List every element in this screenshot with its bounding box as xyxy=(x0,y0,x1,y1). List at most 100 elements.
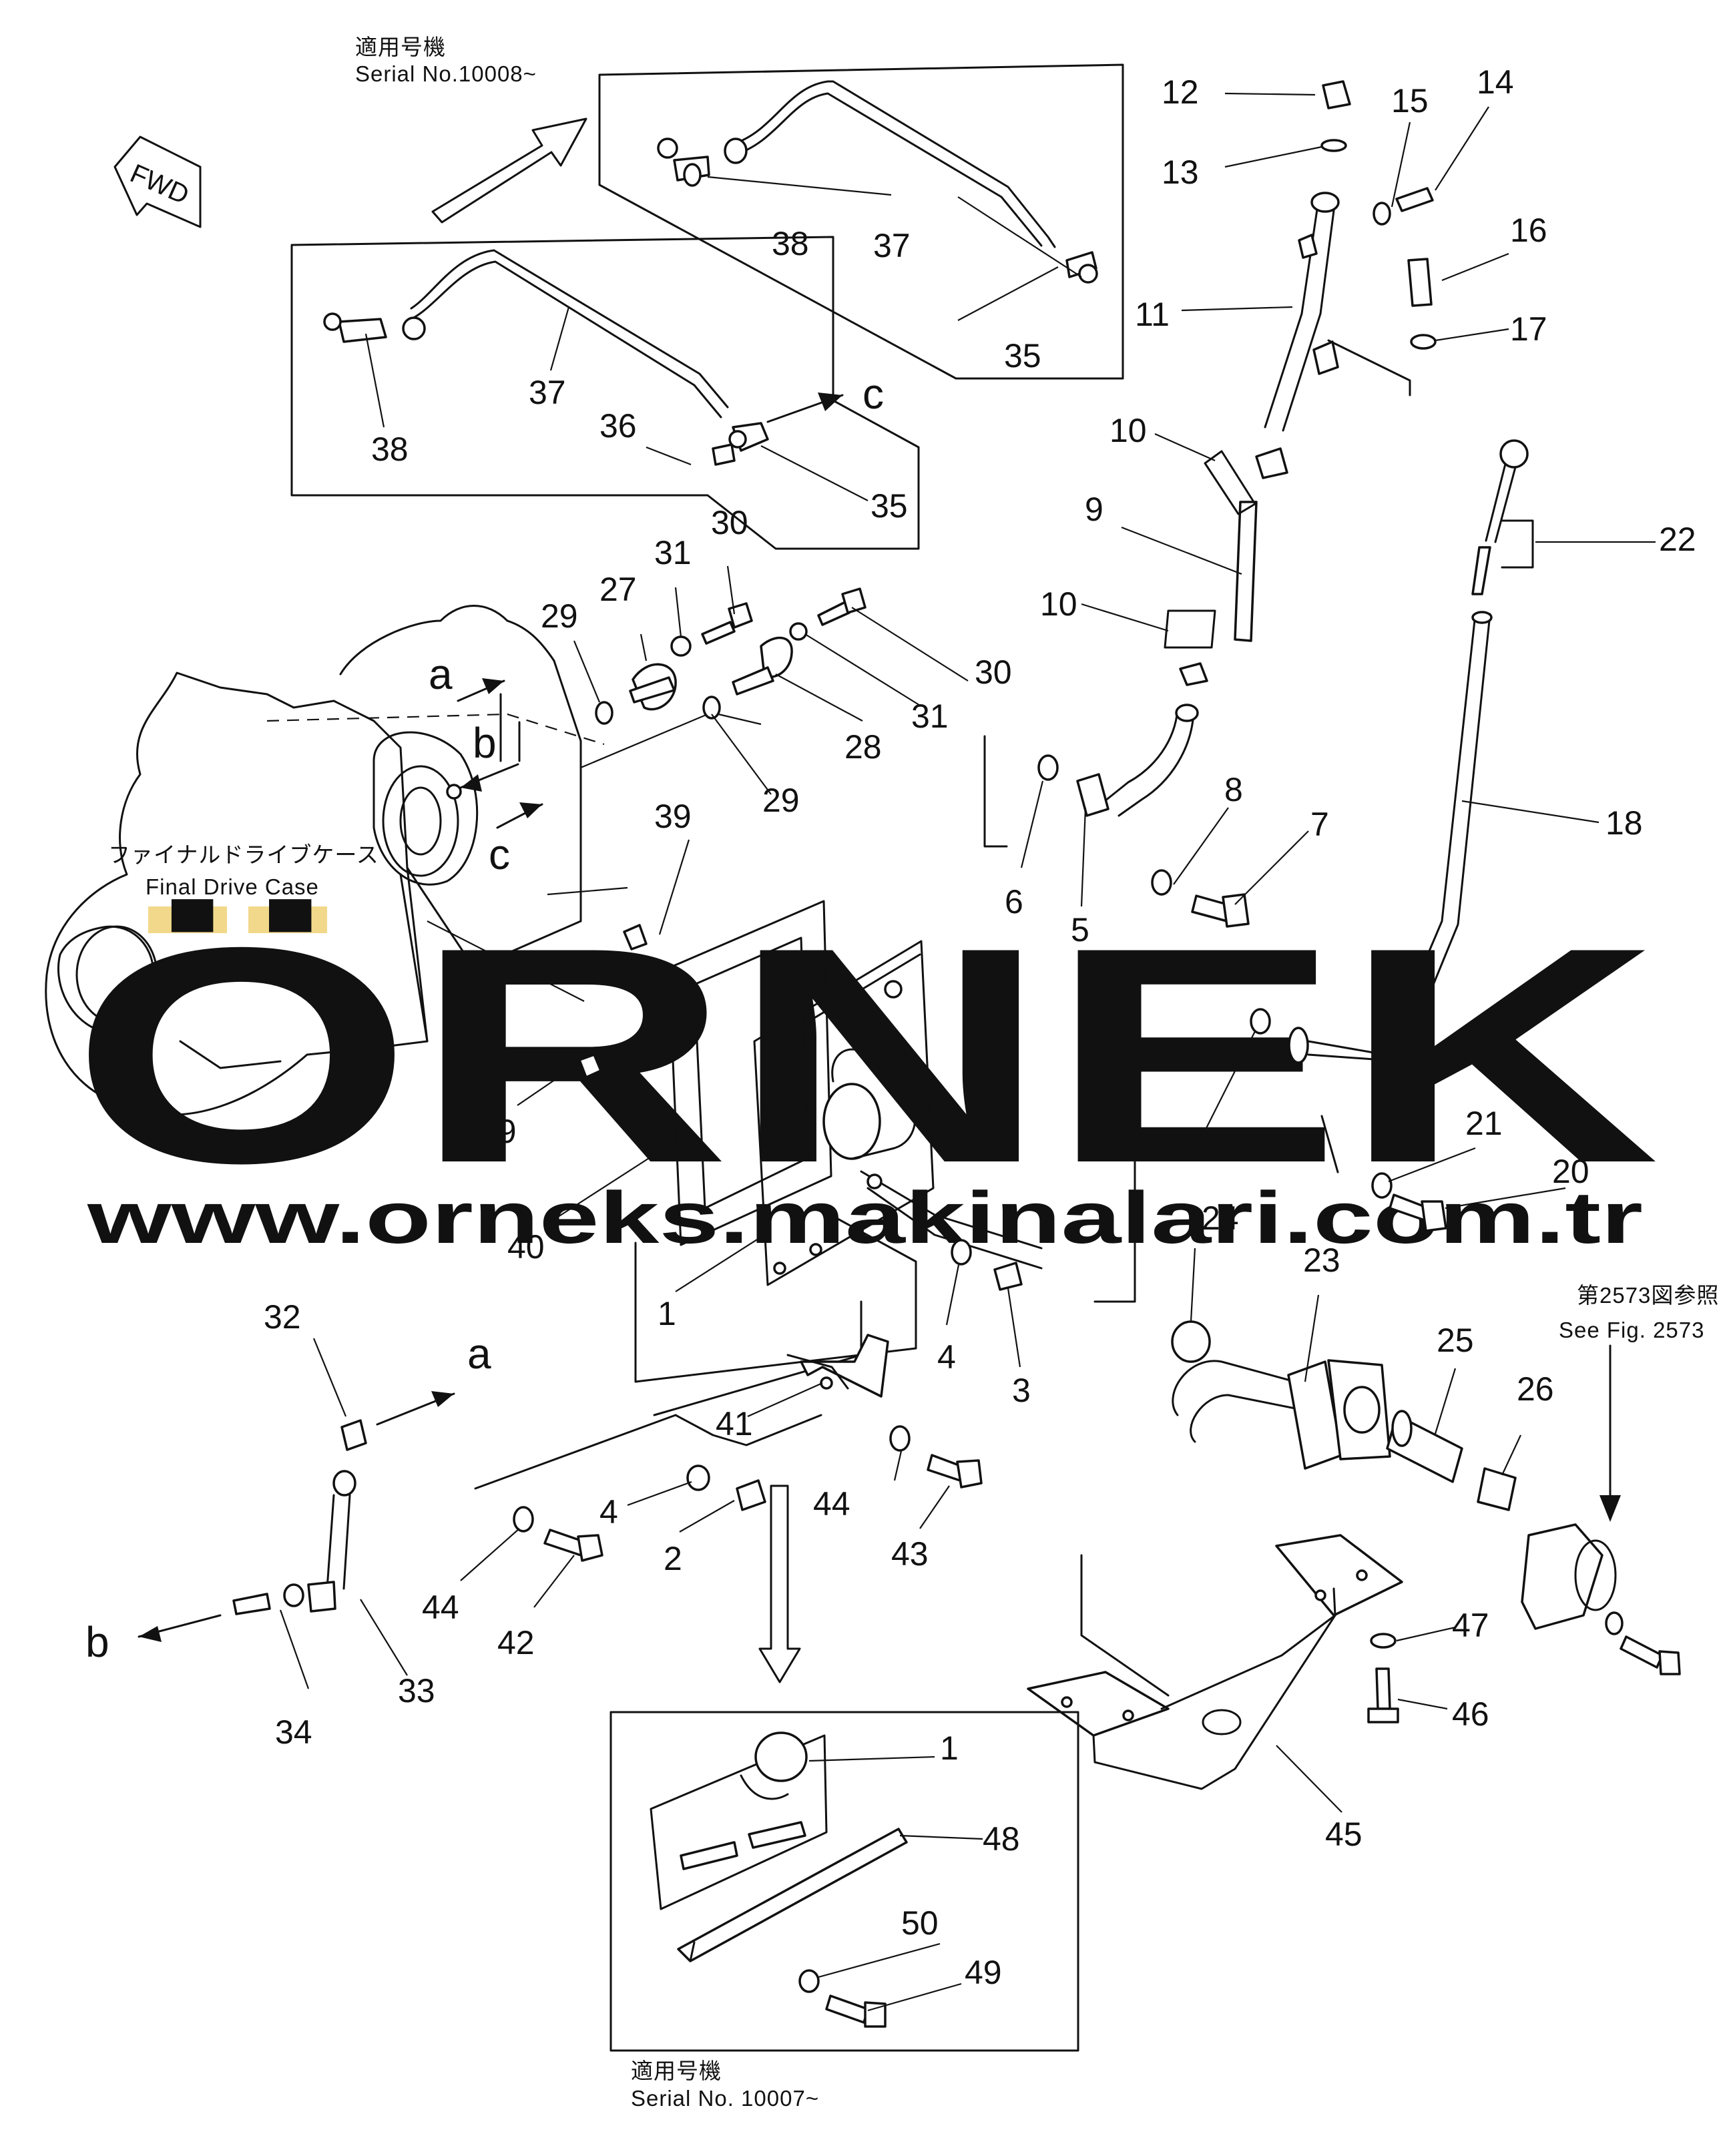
fwd-direction-arrow: FWD xyxy=(113,136,202,228)
letter-b-fitting: b xyxy=(85,1618,109,1666)
callout-10-b: 10 xyxy=(1040,585,1077,623)
callout-12: 12 xyxy=(1162,73,1199,111)
callout-25: 25 xyxy=(1437,1322,1474,1359)
callout-2: 2 xyxy=(664,1540,682,1577)
callout-9: 9 xyxy=(1085,491,1103,528)
callout-15: 15 xyxy=(1391,82,1429,119)
note-see-fig-jp: 第2573図参照 xyxy=(1577,1283,1719,1308)
notes: 適用号機 Serial No.10008~ 適用号機 Serial No. 10… xyxy=(108,35,1719,2111)
callout-1: 1 xyxy=(658,1295,676,1332)
watermark-umlaut-left xyxy=(148,906,227,933)
callout-43: 43 xyxy=(891,1535,929,1573)
letter-c-case: c xyxy=(489,830,510,878)
callout-13: 13 xyxy=(1162,154,1199,191)
label-final-drive-case-jp: ファイナルドライブケース xyxy=(108,842,379,867)
callout-37-inset: 37 xyxy=(873,227,911,264)
callout-20: 20 xyxy=(1552,1153,1589,1190)
callout-29-b: 29 xyxy=(762,782,800,819)
note-bottom-jp: 適用号機 xyxy=(631,2059,722,2083)
callout-7: 7 xyxy=(1310,806,1329,843)
callout-leaders xyxy=(279,92,1656,2012)
callout-23: 23 xyxy=(1303,1242,1340,1279)
callout-6: 6 xyxy=(1005,883,1023,920)
callout-34: 34 xyxy=(275,1713,312,1751)
gasket-and-plate xyxy=(668,900,1043,1286)
callout-44-b: 44 xyxy=(422,1589,459,1626)
note-see-fig-en: See Fig. 2573 xyxy=(1559,1318,1704,1342)
callout-5: 5 xyxy=(1071,911,1089,949)
callout-42: 42 xyxy=(497,1624,535,1661)
suction-assembly xyxy=(1172,1344,1681,1675)
callout-numbers: 1 1 2 3 4 4 5 6 7 8 9 10 10 11 12 13 14 … xyxy=(264,63,1696,1991)
watermark-url: www.orneks.makinalari.com.tr xyxy=(87,1177,1643,1259)
letter-c-pipe: c xyxy=(862,370,884,418)
final-drive-case xyxy=(45,605,582,1116)
callout-22: 22 xyxy=(1659,521,1696,558)
callout-24: 24 xyxy=(1202,1199,1239,1237)
callout-4-a: 4 xyxy=(937,1338,956,1376)
watermark-brand: ÖRNEK xyxy=(71,884,1660,1227)
callout-8: 8 xyxy=(1224,771,1243,808)
watermark-umlaut-right xyxy=(248,906,327,933)
callout-36: 36 xyxy=(599,407,637,445)
callout-50: 50 xyxy=(901,1904,939,1942)
callout-39-b: 39 xyxy=(479,1113,517,1150)
callout-11: 11 xyxy=(1135,296,1170,333)
callout-38: 38 xyxy=(371,431,409,468)
callout-48: 48 xyxy=(983,1820,1020,1858)
callout-45: 45 xyxy=(1325,1816,1363,1853)
callout-46: 46 xyxy=(1452,1695,1489,1733)
port-covers xyxy=(595,587,867,725)
mount-bracket xyxy=(1027,1534,1403,1790)
fittings-32-33-34 xyxy=(138,1391,455,1642)
callout-37: 37 xyxy=(529,374,566,411)
filler-tube-assembly xyxy=(983,80,1437,928)
callout-41: 41 xyxy=(716,1405,753,1442)
callout-16: 16 xyxy=(1510,212,1547,249)
note-bottom-serial: Serial No. 10007~ xyxy=(631,2086,819,2111)
callout-17: 17 xyxy=(1510,310,1547,348)
callout-19: 19 xyxy=(1170,1128,1207,1165)
letter-b-case: b xyxy=(473,719,497,767)
callout-47: 47 xyxy=(1452,1607,1489,1644)
callout-1-inset: 1 xyxy=(940,1729,959,1767)
down-arrow xyxy=(758,1485,801,1683)
note-top-jp: 適用号機 xyxy=(355,35,446,59)
callout-27: 27 xyxy=(599,571,637,608)
note-top-serial: Serial No.10008~ xyxy=(355,61,537,86)
callout-49: 49 xyxy=(965,1954,1002,1991)
leader-dashes xyxy=(266,713,708,1002)
callout-30-b: 30 xyxy=(975,653,1012,691)
letter-a-case: a xyxy=(429,650,453,698)
callout-4-b: 4 xyxy=(599,1493,618,1531)
inset-serial-10007 xyxy=(609,1711,1079,2052)
callout-35: 35 xyxy=(871,487,908,525)
callout-40: 40 xyxy=(507,1228,545,1266)
callout-26: 26 xyxy=(1517,1370,1554,1408)
callout-33: 33 xyxy=(398,1672,435,1709)
callout-35-inset: 35 xyxy=(1004,337,1041,374)
callout-30-a: 30 xyxy=(711,504,748,541)
callout-10-a: 10 xyxy=(1109,412,1147,449)
letter-a-fitting: a xyxy=(467,1330,491,1378)
callout-18: 18 xyxy=(1605,804,1643,842)
pipe-group xyxy=(290,236,920,550)
letter-labels: a b c c a b xyxy=(85,370,884,1666)
drain-plugs xyxy=(474,1239,1023,1562)
callout-39-a: 39 xyxy=(654,798,692,835)
callout-31-b: 31 xyxy=(911,698,949,735)
fwd-label: FWD xyxy=(126,159,193,210)
callout-31-a: 31 xyxy=(654,534,692,571)
inset-serial-10008 xyxy=(431,63,1124,380)
connection-arrows xyxy=(457,678,543,829)
callout-29-a: 29 xyxy=(541,597,578,635)
callout-14: 14 xyxy=(1477,63,1514,101)
dipstick-pipe xyxy=(1093,439,1534,1363)
dowel-pins xyxy=(578,924,648,1079)
callout-38-inset: 38 xyxy=(772,225,809,262)
label-final-drive-case-en: Final Drive Case xyxy=(146,874,319,899)
callout-32: 32 xyxy=(264,1298,301,1336)
callout-28: 28 xyxy=(844,728,882,766)
